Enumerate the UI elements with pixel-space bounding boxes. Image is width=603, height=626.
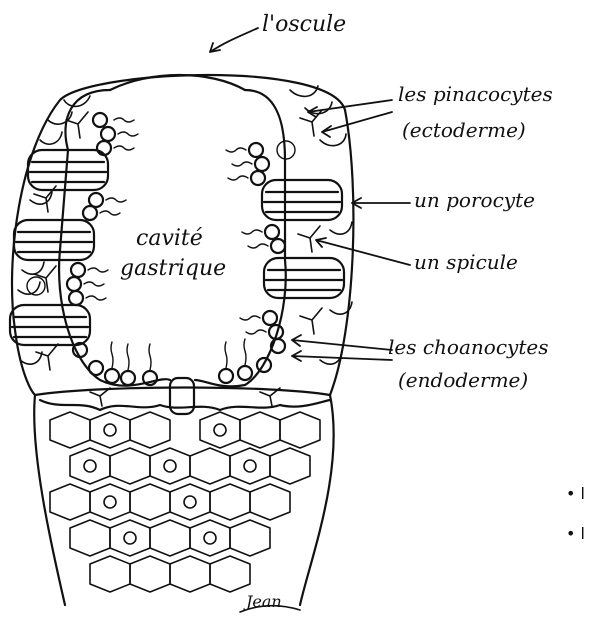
honeycomb-base [50, 412, 320, 592]
bullet-item-1: • l [566, 484, 585, 503]
porocyte-left-2 [14, 220, 94, 260]
label-cavity-line1: cavité [136, 226, 203, 251]
label-choanocytes: les choanocytes [388, 335, 548, 359]
porocyte-right-2 [264, 258, 344, 298]
label-ectoderm: (ectoderme) [402, 118, 526, 142]
bullet-text-2: l [581, 524, 585, 543]
osculum-rim [110, 75, 245, 90]
pinacocytes-right [290, 86, 352, 364]
arrow-pinacocytes-1 [308, 100, 392, 117]
signature: Jean [246, 592, 282, 611]
arrow-pinacocytes-2 [322, 112, 392, 137]
central-tube [170, 378, 194, 414]
base-divider [35, 388, 330, 396]
arrow-osculum [210, 28, 258, 52]
bullet-item-2: • l [566, 524, 585, 543]
porocyte-left-3 [10, 305, 90, 345]
porocyte-right-1 [262, 180, 342, 220]
arrow-porocyte [352, 198, 410, 208]
arrows [210, 28, 410, 361]
label-osculum: l'oscule [262, 12, 346, 37]
label-porocyte: un porocyte [414, 188, 535, 212]
label-pinacocytes: les pinacocytes [398, 82, 553, 106]
label-endoderm: (endoderme) [398, 368, 528, 392]
label-cavity-line2: gastrique [120, 256, 226, 281]
arrow-spicule [316, 238, 410, 265]
label-spicule: un spicule [414, 250, 518, 274]
bullet-text-1: l [581, 484, 585, 503]
